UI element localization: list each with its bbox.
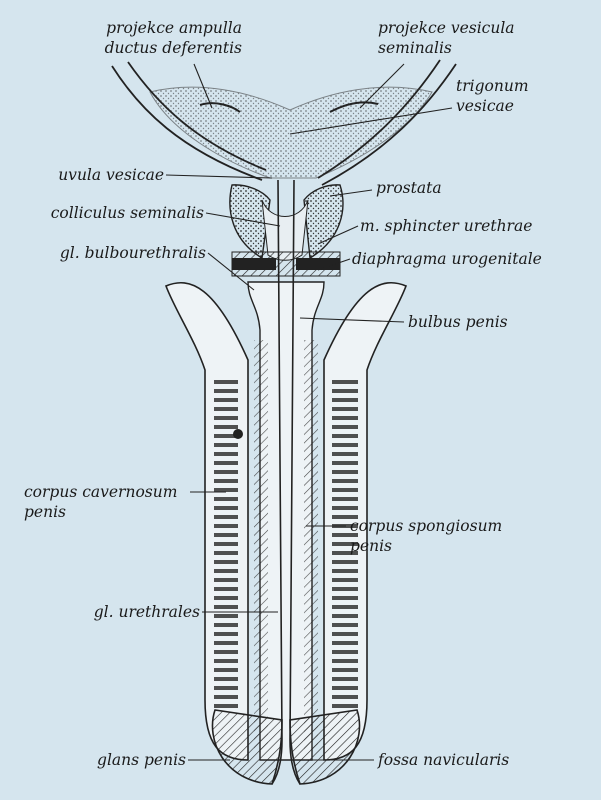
label-bulbus: bulbus penis	[408, 313, 508, 331]
label-diaphragma: diaphragma urogenitale	[352, 250, 542, 268]
prostata-shape	[229, 184, 344, 261]
label-vesicula-line1: projekce vesicula	[378, 19, 515, 37]
label-urethrales: gl. urethrales	[93, 603, 200, 621]
label-cavernosum: corpus cavernosum penis	[24, 482, 177, 522]
label-colliculus: colliculus seminalis	[50, 204, 204, 222]
label-vesicula: projekce vesicula seminalis	[378, 18, 515, 58]
leader-lines	[165, 63, 453, 761]
label-glans: glans penis	[97, 751, 186, 769]
leader-uvula	[165, 174, 273, 179]
label-cavernosum-line1: corpus cavernosum	[24, 483, 178, 501]
leader-trigonum	[289, 107, 453, 135]
leader-prostata	[329, 189, 373, 197]
label-ampulla-line1: projekce ampulla	[106, 19, 242, 37]
label-trigonum-line1: trigonum	[456, 77, 529, 95]
leader-bulbourethralis	[207, 252, 255, 291]
label-spongiosum-line1: corpus spongiosum	[350, 517, 503, 535]
leader-colliculus	[205, 212, 281, 227]
corpus-cavernosum-shapes	[164, 282, 408, 761]
label-trigonum: trigonum vesicae	[456, 76, 529, 116]
label-ampulla: projekce ampulla ductus deferentis	[62, 18, 242, 58]
label-bulbourethralis: gl. bulbourethralis	[59, 244, 206, 262]
label-ampulla-line2: ductus deferentis	[104, 39, 242, 57]
diaphragma-shape	[231, 251, 341, 277]
leader-sphincter	[317, 225, 359, 245]
leader-bulbus	[299, 317, 405, 323]
label-uvula: uvula vesicae	[58, 166, 164, 184]
label-sphincter: m. sphincter urethrae	[360, 217, 533, 235]
leader-ampulla	[193, 63, 213, 109]
label-trigonum-line2: vesicae	[456, 97, 514, 115]
label-cavernosum-line2: penis	[24, 503, 66, 521]
label-spongiosum-line2: penis	[350, 537, 392, 555]
corpus-spongiosum-shape	[247, 179, 325, 785]
label-fossa: fossa navicularis	[378, 751, 510, 769]
glans-shape	[211, 709, 361, 785]
trigonum-vesicae	[149, 86, 433, 179]
label-prostata: prostata	[376, 179, 442, 197]
label-vesicula-line2: seminalis	[378, 39, 452, 57]
leader-vesicula	[359, 63, 405, 109]
label-spongiosum: corpus spongiosum penis	[350, 516, 502, 556]
leader-diaphragma	[317, 258, 351, 271]
